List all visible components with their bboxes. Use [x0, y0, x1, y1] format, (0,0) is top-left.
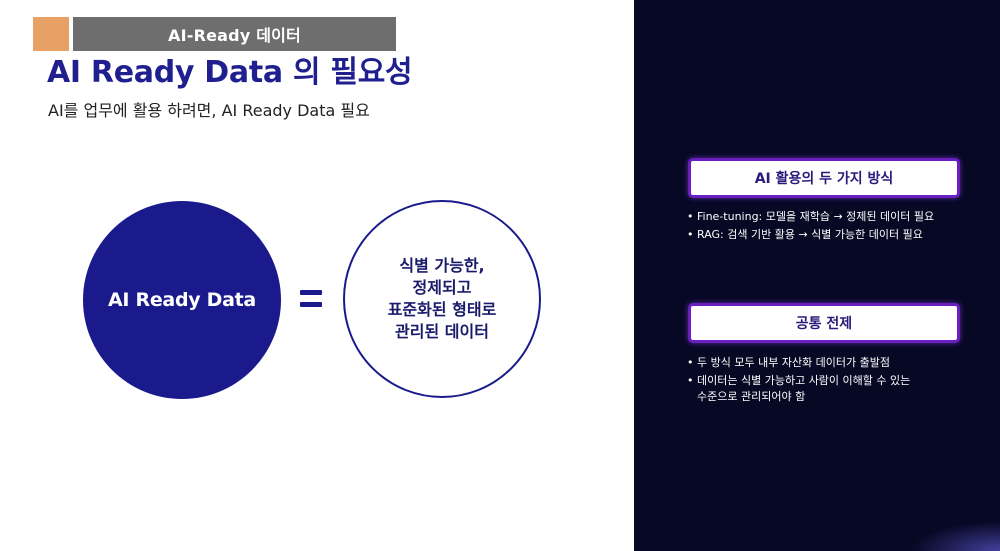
- section2-title-box: 공통 전제: [688, 303, 960, 343]
- equals-sign: [300, 288, 322, 310]
- equals-bar-top: [300, 290, 322, 295]
- page-subtitle: AI를 업무에 활용 하려면, AI Ready Data 필요: [48, 101, 370, 120]
- list-item: 두 방식 모두 내부 자산화 데이터가 출발점: [687, 355, 977, 371]
- list-item: 데이터는 식별 가능하고 사람이 이해할 수 있는 수준으로 관리되어야 함: [687, 373, 977, 405]
- page-title: AI Ready Data 의 필요성: [47, 55, 413, 90]
- equals-bar-bottom: [300, 302, 322, 307]
- section-tab: AI-Ready 데이터: [73, 17, 396, 51]
- header-accent-square: [33, 17, 69, 51]
- section1-bullet-list: Fine-tuning: 모델을 재학습 → 정제된 데이터 필요 RAG: 검…: [687, 209, 977, 245]
- ai-ready-data-circle: AI Ready Data: [83, 201, 281, 399]
- section1-title-box: AI 활용의 두 가지 방식: [688, 158, 960, 198]
- list-item: Fine-tuning: 모델을 재학습 → 정제된 데이터 필요: [687, 209, 977, 225]
- list-item: RAG: 검색 기반 활용 → 식별 가능한 데이터 필요: [687, 227, 977, 243]
- definition-circle: 식별 가능한, 정제되고 표준화된 형태로 관리된 데이터: [343, 200, 541, 398]
- ai-ready-data-label: AI Ready Data: [108, 289, 256, 311]
- section2-bullet-list: 두 방식 모두 내부 자산화 데이터가 출발점 데이터는 식별 가능하고 사람이…: [687, 355, 977, 407]
- definition-text: 식별 가능한, 정제되고 표준화된 형태로 관리된 데이터: [387, 256, 497, 341]
- right-dark-panel: [634, 0, 1000, 551]
- corner-glow: [910, 521, 1000, 551]
